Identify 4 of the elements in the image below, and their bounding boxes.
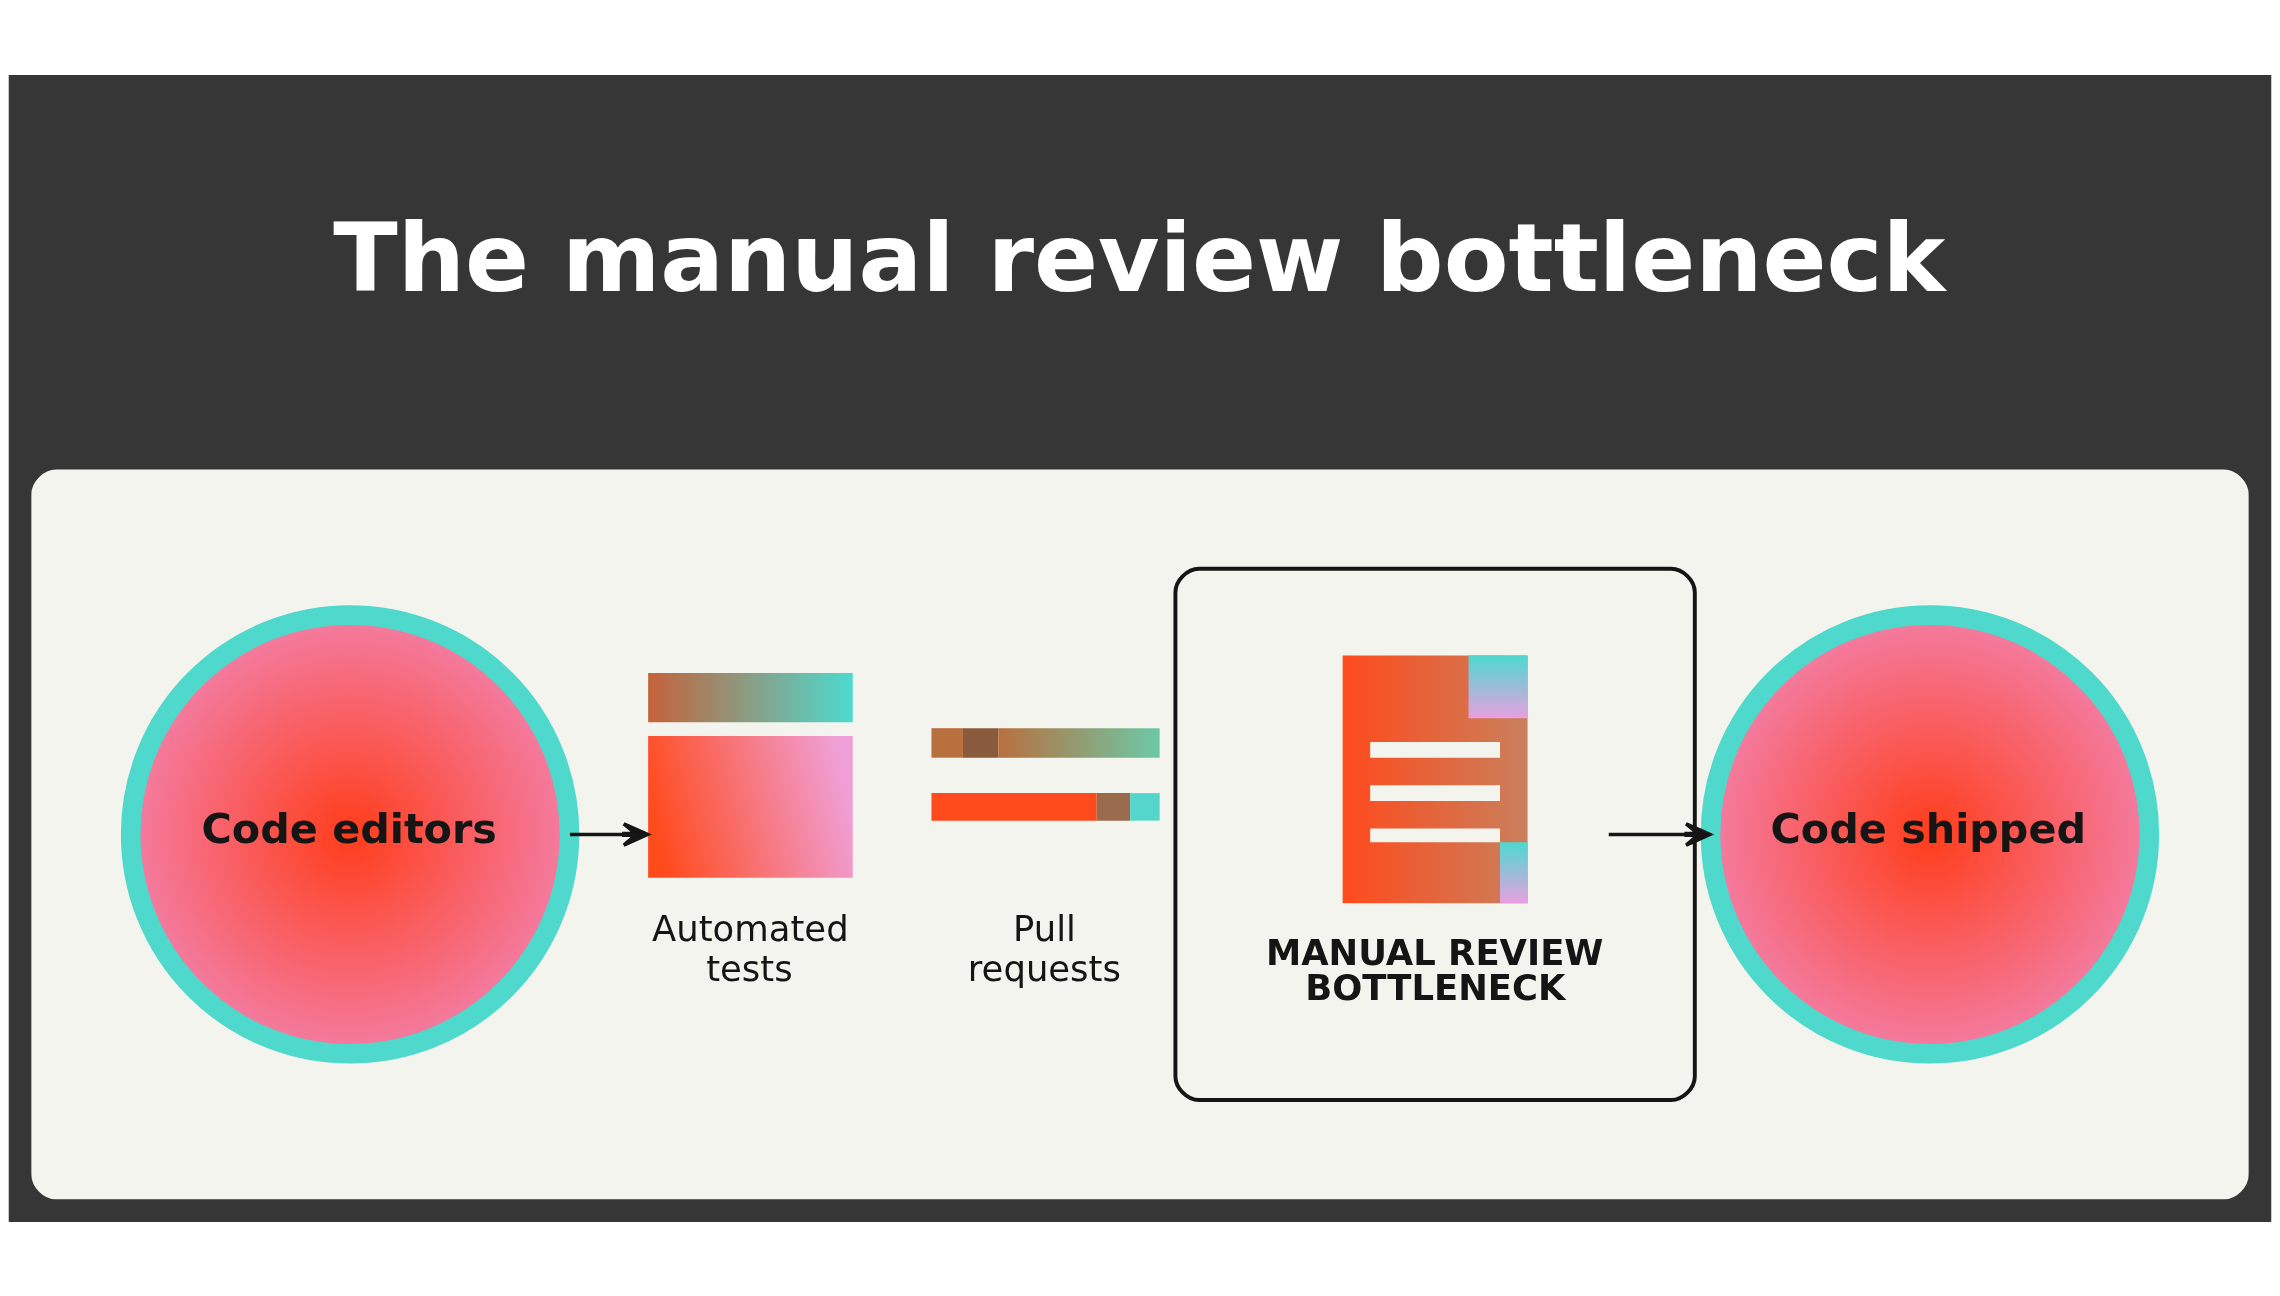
diagram-title: The manual review bottleneck [333, 202, 1946, 313]
node-label: Pull requests [967, 907, 1121, 989]
node-label: MANUAL REVIEW BOTTLENECK [1265, 931, 1604, 1008]
node-label: Automated tests [652, 907, 849, 989]
